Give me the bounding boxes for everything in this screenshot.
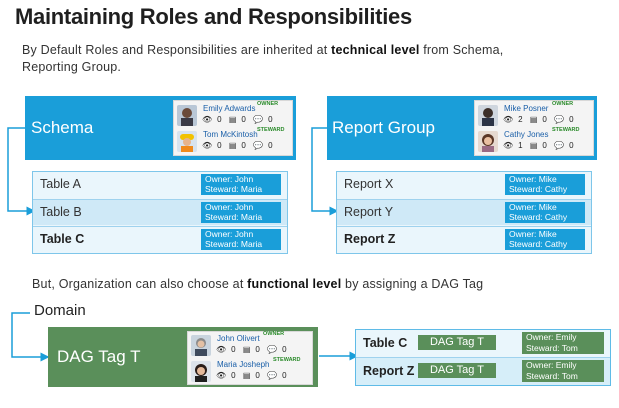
owner-badge: OWNER [257,101,279,107]
eye-icon: 👁 [503,115,514,124]
owner-badge: OWNER [552,101,574,107]
person-stats: 👁0 ▤0 💬0 [202,115,273,124]
row-name[interactable]: Table B [40,205,82,219]
person-stats: 👁0 ▤0 💬0 [216,371,287,380]
person-name[interactable]: John Olivert [217,334,260,343]
person-stats: 👁0 ▤0 💬0 [216,345,287,354]
eye-icon: 👁 [503,141,514,150]
row-name[interactable]: Report Z [344,232,396,246]
domain-connector [11,312,50,362]
comment-icon: 💬 [554,115,565,124]
person-steward[interactable]: Cathy Jones STEWARD 👁1 ▤0 💬0 [475,127,593,153]
domain-label: Domain [34,302,86,319]
comment-icon: 💬 [267,371,278,380]
eye-icon: 👁 [216,345,227,354]
report-group-people-card: Mike Posner OWNER 👁2 ▤0 💬0 Cathy Jones S… [474,100,594,156]
comment-icon: 💬 [253,141,264,150]
document-icon: ▤ [529,141,538,150]
person-stats: 👁2 ▤0 💬0 [503,115,574,124]
dag-tag-label: DAG Tag T [57,347,141,366]
dag-tag-chip[interactable]: DAG Tag T [418,363,496,378]
row-name[interactable]: Table A [40,177,82,191]
person-steward[interactable]: Tom McKintosh STEWARD 👁0 ▤0 💬0 [174,127,292,153]
comment-icon: 💬 [267,345,278,354]
schema-label: Schema [31,118,94,137]
row-name[interactable]: Table C [40,232,85,246]
person-name[interactable]: Mike Posner [504,104,549,113]
person-stats: 👁1 ▤0 💬0 [503,141,574,150]
document-icon: ▤ [242,371,251,380]
report-group-box[interactable]: Report Group Mike Posner OWNER 👁2 ▤0 💬0 … [327,96,597,160]
document-icon: ▤ [529,115,538,124]
schema-people-card: Emily Adwards OWNER 👁0 ▤0 💬0 Tom McKinto… [173,100,293,156]
avatar [191,361,211,382]
person-name[interactable]: Tom McKintosh [203,130,258,139]
person-stats: 👁0 ▤0 💬0 [202,141,273,150]
steward-badge: STEWARD [552,127,580,133]
eye-icon: 👁 [216,371,227,380]
row-name[interactable]: Report Z [363,364,415,378]
person-owner[interactable]: Emily Adwards OWNER 👁0 ▤0 💬0 [174,101,292,127]
report-group-connector [311,127,339,216]
eye-icon: 👁 [202,115,213,124]
dag-tag-box[interactable]: DAG Tag T John Olivert OWNER 👁0 ▤0 💬0 Ma… [48,327,318,387]
comment-icon: 💬 [554,141,565,150]
page-title: Maintaining Roles and Responsibilities [15,4,412,29]
avatar [478,131,498,152]
avatar [177,131,197,152]
person-name[interactable]: Cathy Jones [504,130,549,139]
intro-text: By Default Roles and Responsibilities ar… [22,43,504,74]
report-group-label: Report Group [332,118,435,137]
functional-level-text: But, Organization can also choose at fun… [32,277,484,291]
comment-icon: 💬 [253,115,264,124]
eye-icon: 👁 [202,141,213,150]
avatar [191,335,211,356]
person-name[interactable]: Emily Adwards [203,104,256,113]
document-icon: ▤ [242,345,251,354]
row-name[interactable]: Report X [344,177,394,191]
document-icon: ▤ [228,115,237,124]
document-icon: ▤ [228,141,237,150]
avatar [478,105,498,126]
schema-box[interactable]: Schema Emily Adwards OWNER 👁0 ▤0 💬0 Tom … [25,96,296,160]
steward-badge: STEWARD [273,357,301,363]
steward-badge: STEWARD [257,127,285,133]
schema-connector [7,127,36,216]
owner-badge: OWNER [263,331,285,337]
person-name[interactable]: Maria Josheph [217,360,270,369]
person-owner[interactable]: John Olivert OWNER 👁0 ▤0 💬0 [188,331,312,357]
row-name[interactable]: Table C [363,336,408,350]
person-owner[interactable]: Mike Posner OWNER 👁2 ▤0 💬0 [475,101,593,127]
person-steward[interactable]: Maria Josheph STEWARD 👁0 ▤0 💬0 [188,357,312,383]
avatar [177,105,197,126]
dag-tag-chip[interactable]: DAG Tag T [418,335,496,350]
domain-people-card: John Olivert OWNER 👁0 ▤0 💬0 Maria Joshep… [187,331,313,385]
row-name[interactable]: Report Y [344,205,394,219]
